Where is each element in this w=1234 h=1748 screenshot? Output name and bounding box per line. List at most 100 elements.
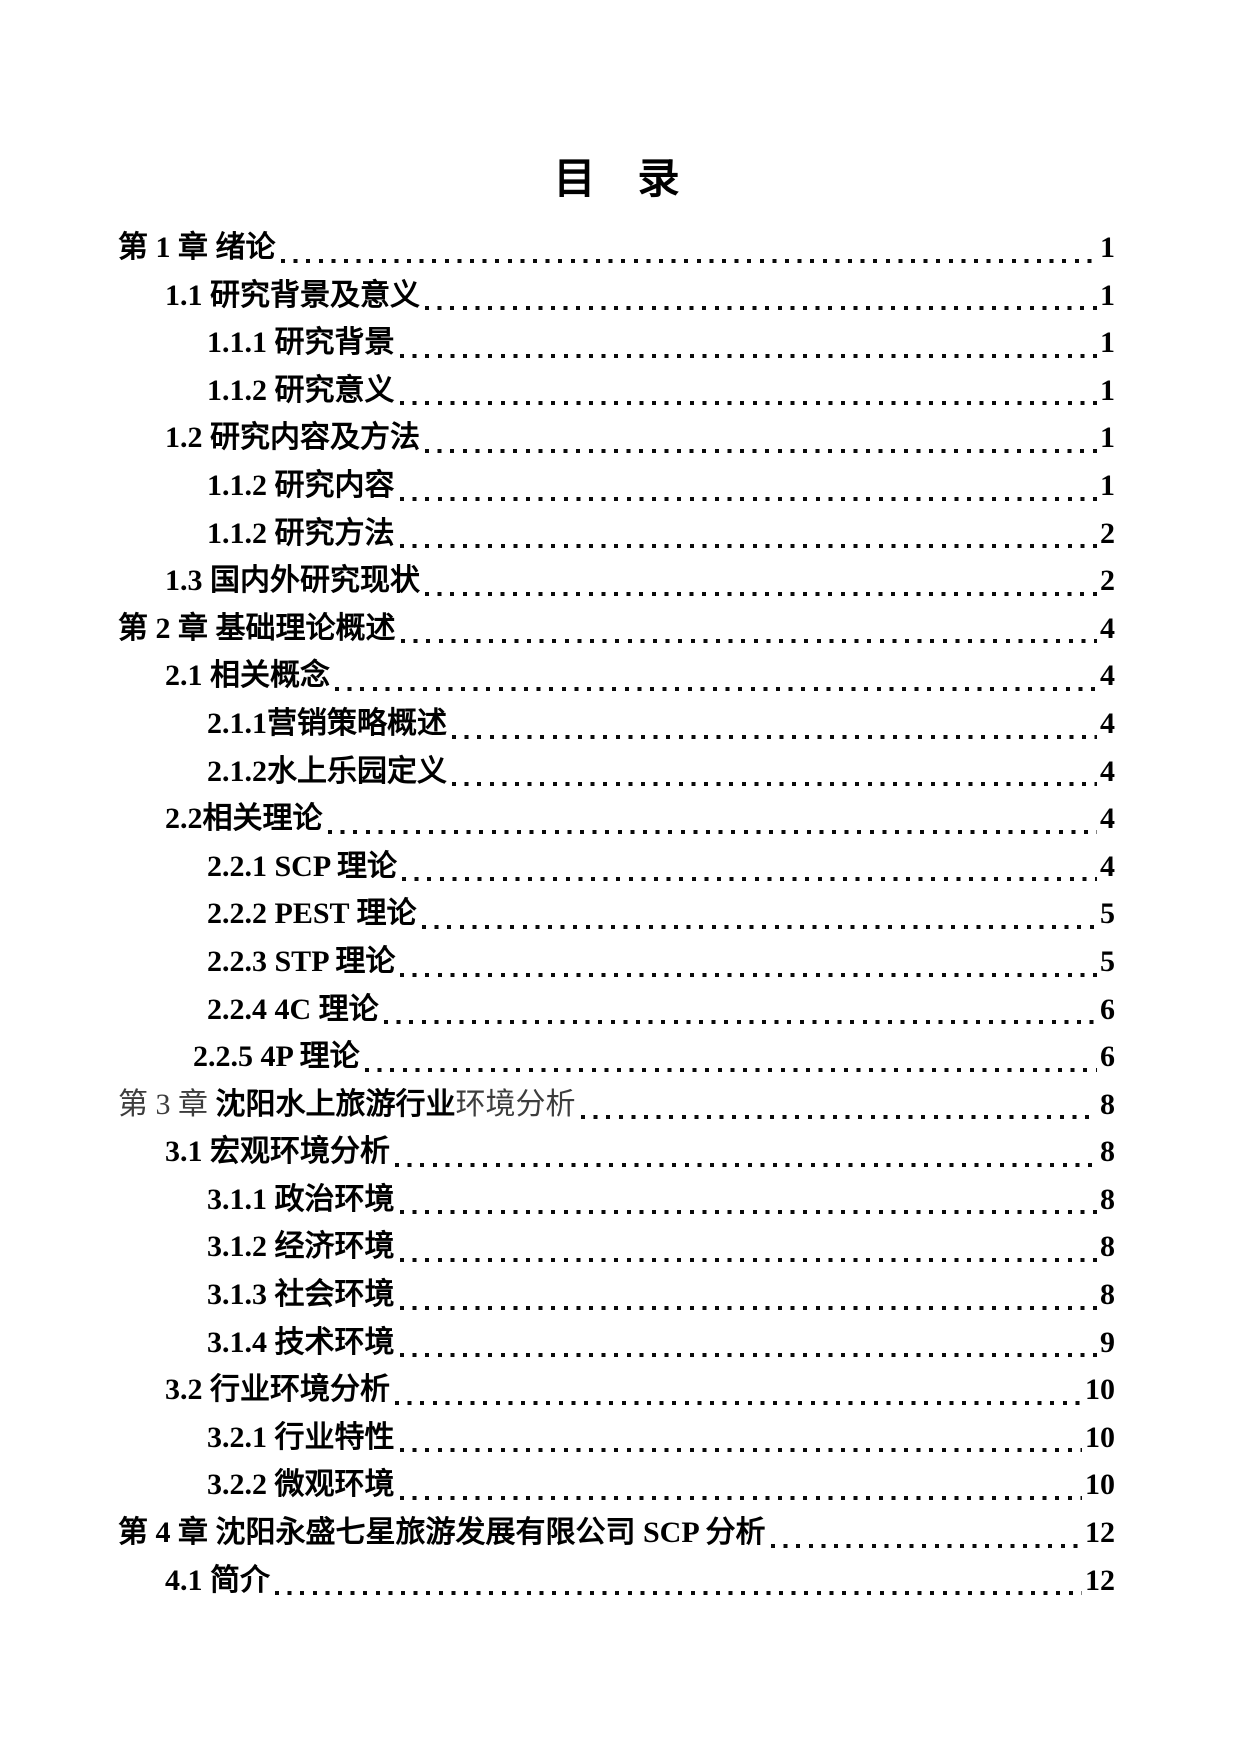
toc-entry-page-number: 9: [1100, 1325, 1115, 1359]
dot-leader: [399, 1448, 1082, 1453]
toc-entry-page-number: 6: [1100, 992, 1115, 1026]
toc-entry-page-number: 4: [1100, 659, 1115, 693]
toc-entry[interactable]: 2.1.1营销策略概述 4: [118, 700, 1115, 748]
toc-entry[interactable]: 3.1.2 经济环境 8: [118, 1223, 1115, 1271]
toc-entry-label: 2.1.2水上乐园定义: [207, 754, 447, 788]
toc-entry-page-number: 6: [1100, 1040, 1115, 1074]
toc-entry-label: 3.1.3 社会环境: [207, 1278, 395, 1312]
dot-leader: [275, 1591, 1082, 1596]
toc-entry[interactable]: 1.2 研究内容及方法 1: [118, 414, 1115, 462]
dot-leader: [421, 924, 1097, 929]
toc-entry-label: 1.1.2 研究意义: [207, 373, 395, 407]
toc-entry-page-number: 2: [1100, 564, 1115, 598]
dot-leader: [580, 1115, 1097, 1120]
toc-entry-page-number: 8: [1100, 1230, 1115, 1264]
toc-entry-page-number: 1: [1100, 231, 1115, 264]
toc-entry-label: 1.1.2 研究方法: [207, 516, 395, 550]
toc-entry-label: 第 3 章 沈阳水上旅游行业环境分析: [118, 1081, 576, 1129]
toc-entry-page-number: 1: [1100, 421, 1115, 455]
toc-entry-label: 2.2.5 4P 理论: [193, 1040, 360, 1074]
dot-leader: [335, 686, 1097, 691]
toc-entry[interactable]: 第 3 章 沈阳水上旅游行业环境分析 8: [118, 1081, 1115, 1129]
dot-leader: [425, 591, 1097, 596]
toc-entry[interactable]: 3.1.4 技术环境 9: [118, 1319, 1115, 1367]
toc-entry[interactable]: 3.1.1 政治环境 8: [118, 1176, 1115, 1224]
toc-entry-label: 2.2.1 SCP 理论: [207, 849, 398, 883]
toc-entry-page-number: 4: [1100, 849, 1115, 883]
toc-entry-label: 2.2.3 STP 理论: [207, 944, 396, 978]
toc-entry-page-number: 8: [1100, 1135, 1115, 1169]
toc-entry-page-number: 10: [1085, 1420, 1115, 1454]
toc-entry-label: 2.2.4 4C 理论: [207, 992, 379, 1026]
toc-entry[interactable]: 3.1.3 社会环境 8: [118, 1271, 1115, 1319]
dot-leader: [452, 734, 1097, 739]
toc-entry[interactable]: 第 2 章 基础理论概述 4: [118, 605, 1115, 653]
dot-leader: [399, 401, 1097, 406]
dot-leader: [452, 782, 1097, 787]
toc-entry-label: 1.2 研究内容及方法: [165, 421, 420, 455]
toc-entry-page-number: 12: [1085, 1563, 1115, 1597]
toc-entry-page-number: 1: [1100, 373, 1115, 407]
toc-entry-label: 3.2 行业环境分析: [165, 1373, 390, 1407]
dot-leader: [770, 1543, 1082, 1548]
dot-leader: [399, 544, 1097, 549]
toc-entry-label: 3.1.2 经济环境: [207, 1230, 395, 1264]
toc-entry-label: 3.1.1 政治环境: [207, 1182, 395, 1216]
toc-entry-label: 第 4 章 沈阳永盛七星旅游发展有限公司 SCP 分析: [118, 1516, 766, 1550]
toc-entry-label: 3.1.4 技术环境: [207, 1325, 395, 1359]
toc-entry-label: 1.1.2 研究内容: [207, 468, 395, 502]
toc-entry-page-number: 1: [1100, 326, 1115, 360]
dot-leader: [399, 496, 1097, 501]
dot-leader: [400, 639, 1097, 644]
toc-entry[interactable]: 1.1.2 研究内容 1: [118, 462, 1115, 510]
toc-entry-label: 1.1.1 研究背景: [207, 326, 395, 360]
toc-entry-page-number: 1: [1100, 468, 1115, 502]
toc-entry-page-number: 5: [1100, 897, 1115, 931]
toc-entry-page-number: 4: [1100, 611, 1115, 645]
toc-entry[interactable]: 3.1 宏观环境分析 8: [118, 1128, 1115, 1176]
dot-leader: [327, 829, 1097, 834]
dot-leader: [399, 1305, 1097, 1310]
toc-entry-label: 3.2.2 微观环境: [207, 1468, 395, 1502]
toc-entry[interactable]: 2.2.5 4P 理论 6: [104, 1033, 1115, 1081]
toc-entry-page-number: 4: [1100, 706, 1115, 740]
toc-entry[interactable]: 1.1.1 研究背景 1: [118, 319, 1115, 367]
toc-entry-page-number: 2: [1100, 516, 1115, 550]
toc-entry-page-number: 10: [1085, 1373, 1115, 1407]
toc-entry-page-number: 8: [1100, 1182, 1115, 1216]
toc-entry-label: 3.1 宏观环境分析: [165, 1135, 390, 1169]
toc-entry-label: 第 1 章 绪论: [118, 231, 276, 264]
toc-entry[interactable]: 1.3 国内外研究现状 2: [118, 557, 1115, 605]
dot-leader: [399, 1258, 1097, 1263]
toc-entry[interactable]: 3.2.2 微观环境 10: [118, 1461, 1115, 1509]
toc-entry-page-number: 10: [1085, 1468, 1115, 1502]
toc-entry-label-segment: 第 3 章: [118, 1087, 216, 1121]
dot-leader: [280, 258, 1097, 263]
toc-entry[interactable]: 第 1 章 绪论 1: [118, 224, 1115, 272]
toc-entry-label: 2.1 相关概念: [165, 659, 330, 693]
toc-entry[interactable]: 1.1.2 研究意义 1: [118, 367, 1115, 415]
dot-leader: [400, 972, 1097, 977]
toc-entry[interactable]: 2.1 相关概念 4: [118, 652, 1115, 700]
toc-entry[interactable]: 3.2 行业环境分析 10: [118, 1366, 1115, 1414]
toc-entry-page-number: 8: [1100, 1278, 1115, 1312]
toc-entry-label: 第 2 章 基础理论概述: [118, 611, 396, 645]
toc-entry[interactable]: 2.2.4 4C 理论 6: [118, 986, 1115, 1034]
toc-entry-label: 1.3 国内外研究现状: [165, 564, 420, 598]
dot-leader: [399, 1496, 1082, 1501]
toc-entry[interactable]: 1.1.2 研究方法 2: [118, 510, 1115, 558]
dot-leader: [383, 1020, 1097, 1025]
toc-entry-page-number: 8: [1100, 1087, 1115, 1121]
toc-entry-label: 2.1.1营销策略概述: [207, 706, 447, 740]
toc-entry[interactable]: 2.2.1 SCP 理论 4: [118, 843, 1115, 891]
toc-entry-label-segment: 沈阳水上旅游行业: [215, 1087, 456, 1121]
